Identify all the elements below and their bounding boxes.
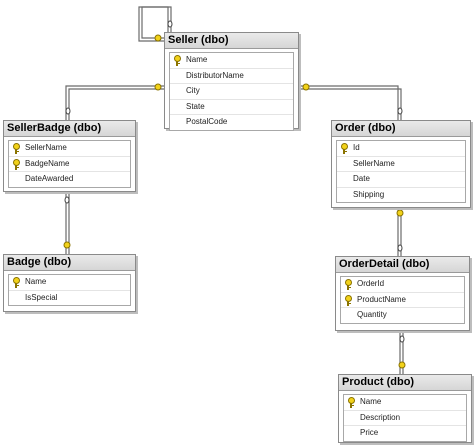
column-row[interactable]: Shipping [337,188,465,203]
column-row[interactable]: BadgeName [9,157,130,172]
column-row[interactable]: Id [337,141,465,157]
column-name: DateAwarded [25,174,74,183]
link-key-endpoint [302,83,310,91]
column-name: DistributorName [186,70,244,80]
column-name: ProductName [357,294,406,304]
primary-key-icon [12,277,20,288]
link-many-endpoint [399,335,405,343]
table-title[interactable]: OrderDetail (dbo) [336,257,469,273]
column-row[interactable]: State [170,100,293,115]
column-name: City [186,86,200,95]
column-name: Date [353,174,370,183]
column-name: SellerName [25,143,67,152]
link-many-endpoint [65,107,71,115]
column-name: Shipping [353,189,385,199]
primary-key-icon [12,158,20,170]
link-key-endpoint [396,209,404,217]
column-name: SellerName [353,158,395,168]
column-name: OrderId [357,279,385,288]
column-row[interactable]: PostalCode [170,115,293,130]
primary-key-icon [173,55,181,66]
column-row[interactable]: Name [170,53,293,69]
primary-key-icon [12,143,20,154]
column-row[interactable]: Name [344,395,466,411]
column-name: Name [360,397,382,406]
link-many-endpoint [64,196,70,204]
primary-key-icon [347,397,355,408]
seller-sellerbadge-link [65,85,164,120]
primary-key-icon [344,279,352,290]
column-name: Id [353,143,360,152]
column-row[interactable]: ProductName [341,293,464,308]
column-row[interactable]: Quantity [341,308,464,323]
primary-key-icon [344,294,352,306]
column-row[interactable]: SellerName [337,157,465,172]
column-name: Name [25,277,47,286]
column-row[interactable]: OrderId [341,277,464,293]
column-row[interactable]: DistributorName [170,69,293,84]
link-key-endpoint [63,241,71,249]
link-many-endpoint [397,107,403,115]
column-name: PostalCode [186,117,228,126]
column-name: IsSpecial [25,292,58,302]
column-name: BadgeName [25,158,70,168]
column-name: Price [360,428,379,437]
link-many-endpoint [167,20,173,28]
table-title[interactable]: Badge (dbo) [4,255,135,271]
column-row[interactable]: Name [9,275,130,291]
table-title[interactable]: SellerBadge (dbo) [4,121,135,137]
seller-order-link [300,85,399,120]
column-name: Description [360,412,401,422]
column-name: Name [186,55,208,64]
column-name: State [186,101,205,111]
link-key-endpoint [398,361,406,369]
primary-key-icon [340,143,348,154]
column-row[interactable]: Description [344,411,466,426]
table-title[interactable]: Product (dbo) [339,375,471,391]
column-row[interactable]: City [170,84,293,100]
table-title[interactable]: Seller (dbo) [165,33,298,49]
table-title[interactable]: Order (dbo) [332,121,470,137]
column-row[interactable]: DateAwarded [9,172,130,187]
column-row[interactable]: IsSpecial [9,291,130,306]
column-row[interactable]: Price [344,426,466,441]
link-key-endpoint [154,83,162,91]
link-many-endpoint [397,244,403,252]
column-row[interactable]: SellerName [9,141,130,157]
column-row[interactable]: Date [337,172,465,188]
link-key-endpoint [154,34,162,42]
column-name: Quantity [357,310,387,319]
